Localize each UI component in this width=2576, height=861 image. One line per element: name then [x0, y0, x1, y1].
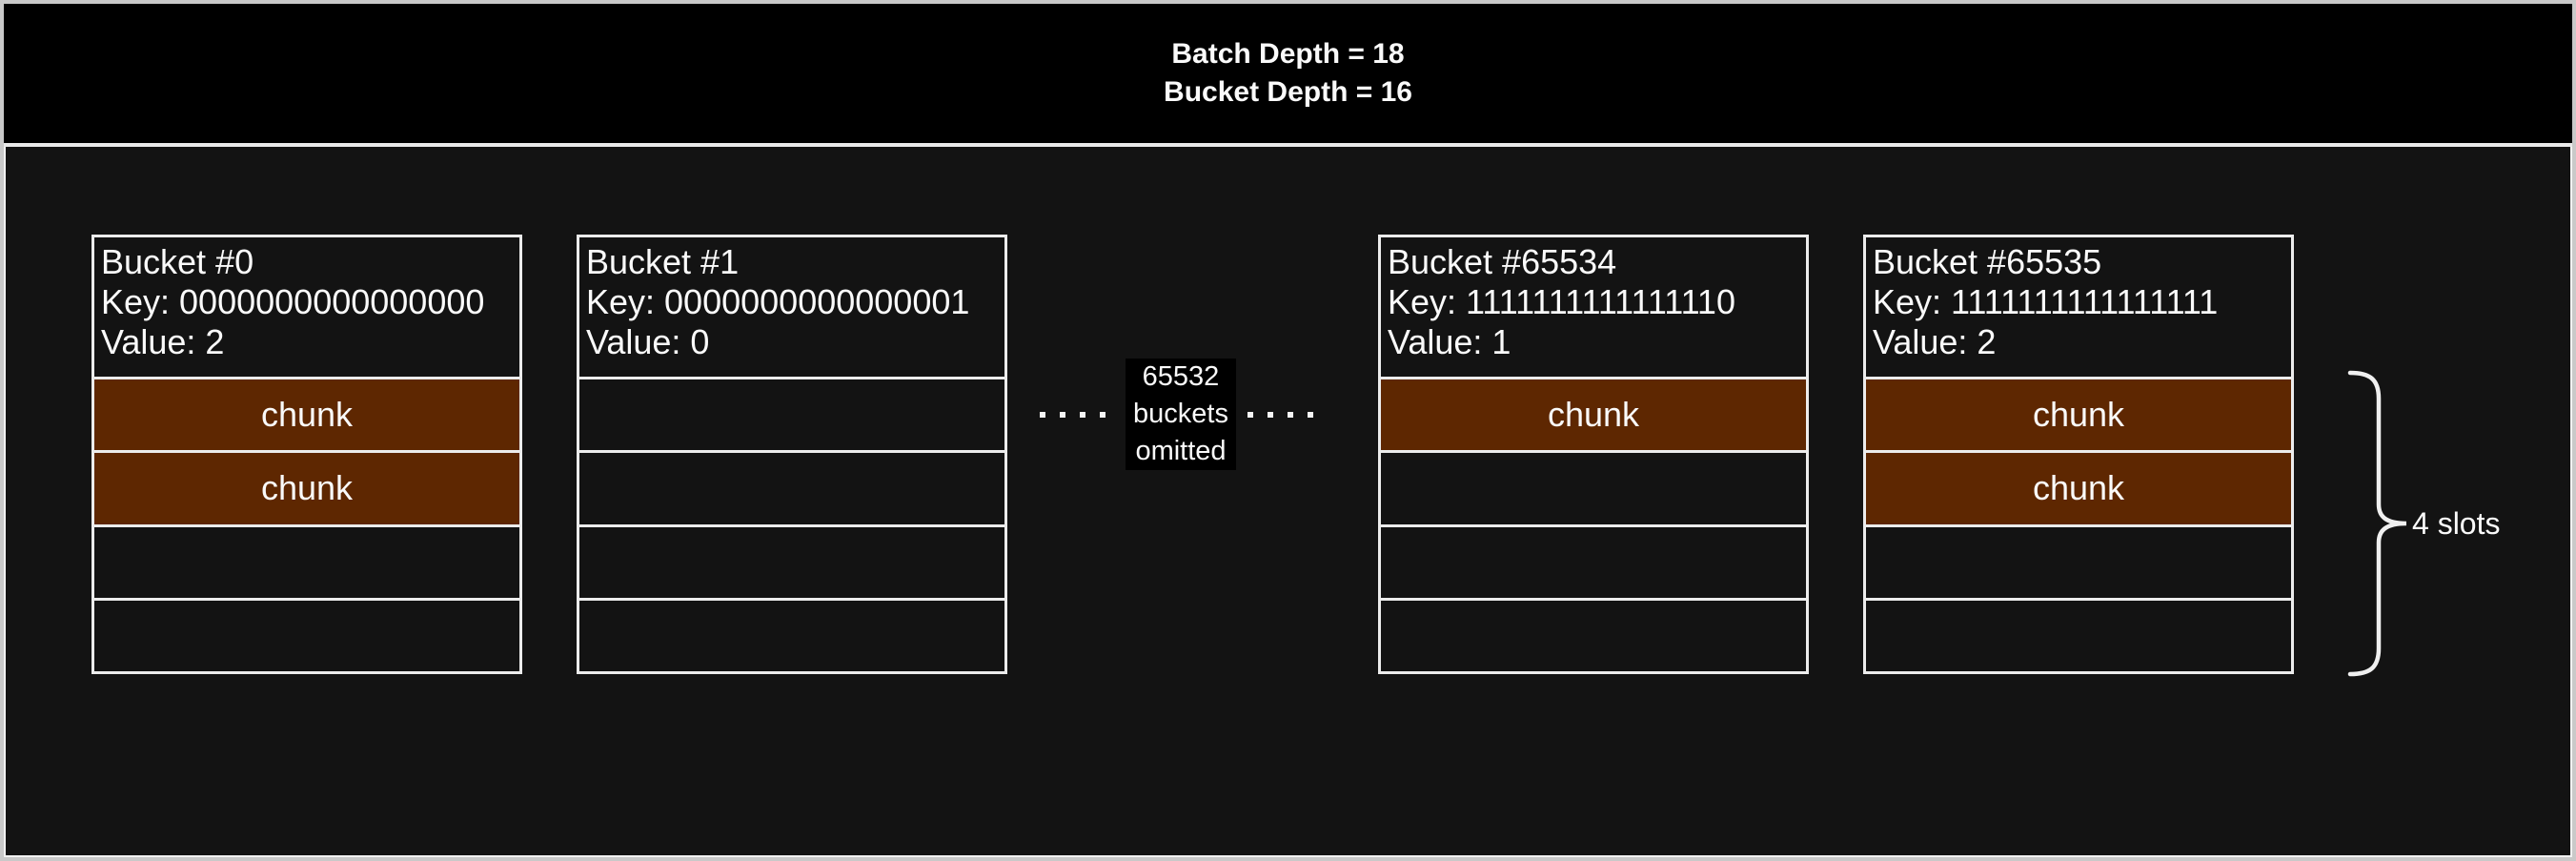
bucket-slot — [1381, 450, 1806, 523]
header: Batch Depth = 18 Bucket Depth = 16 — [4, 4, 2572, 147]
bucket-slot — [579, 450, 1004, 523]
bucket-key: Key: 1111111111111111 — [1873, 282, 2219, 321]
bucket-slot — [94, 597, 519, 671]
bucket-slot: chunk — [94, 377, 519, 451]
omitted-count: 65532 — [1142, 361, 1220, 392]
bucket-key: Key: 0000000000000001 — [586, 282, 970, 321]
omitted-word-buckets: buckets — [1133, 399, 1228, 429]
bucket-slot: chunk — [94, 450, 519, 524]
bucket-title: Bucket #1 — [586, 242, 740, 281]
header-line-batch-depth: Batch Depth = 18 — [1171, 38, 1405, 70]
bucket-value: Value: 1 — [1388, 322, 1511, 361]
bucket-key: Key: 0000000000000000 — [101, 282, 485, 321]
bucket-slot — [94, 523, 519, 598]
bucket-value: Value: 2 — [1873, 322, 1997, 361]
bucket-title: Bucket #0 — [101, 242, 254, 281]
buckets-omitted-note: 65532 buckets omitted — [1126, 359, 1236, 470]
bucket-value: Value: 2 — [101, 322, 225, 361]
dotted-line-left — [1040, 412, 1108, 418]
bucket-slot — [579, 597, 1004, 671]
bucket-slot — [1866, 597, 2291, 671]
slots-brace-icon — [2347, 370, 2407, 677]
bucket-head: Bucket #0 Key: 0000000000000000 Value: 2 — [94, 237, 519, 377]
bucket-slot — [1381, 597, 1806, 671]
header-line-bucket-depth: Bucket Depth = 16 — [1164, 76, 1412, 108]
bucket-box-0: Bucket #0 Key: 0000000000000000 Value: 2… — [91, 235, 522, 674]
slots-count-label: 4 slots — [2412, 506, 2501, 541]
omitted-word-omitted: omitted — [1135, 436, 1227, 466]
bucket-box-65534: Bucket #65534 Key: 1111111111111110 Valu… — [1378, 235, 1809, 674]
bucket-slot — [1866, 523, 2291, 598]
bucket-value: Value: 0 — [586, 322, 710, 361]
bucket-title: Bucket #65534 — [1388, 242, 1617, 281]
bucket-box-1: Bucket #1 Key: 0000000000000001 Value: 0 — [577, 235, 1007, 674]
bucket-slot: chunk — [1381, 377, 1806, 451]
bucket-key: Key: 1111111111111110 — [1388, 282, 1735, 321]
dotted-line-right — [1247, 412, 1316, 418]
bucket-slot — [579, 523, 1004, 598]
bucket-slot — [1381, 523, 1806, 598]
bucket-slot: chunk — [1866, 450, 2291, 524]
bucket-title: Bucket #65535 — [1873, 242, 2102, 281]
bucket-head: Bucket #1 Key: 0000000000000001 Value: 0 — [579, 237, 1004, 377]
bucket-box-65535: Bucket #65535 Key: 1111111111111111 Valu… — [1863, 235, 2294, 674]
bucket-slot — [579, 377, 1004, 450]
bucket-head: Bucket #65535 Key: 1111111111111111 Valu… — [1866, 237, 2291, 377]
bucket-head: Bucket #65534 Key: 1111111111111110 Valu… — [1381, 237, 1806, 377]
bucket-slot: chunk — [1866, 377, 2291, 451]
